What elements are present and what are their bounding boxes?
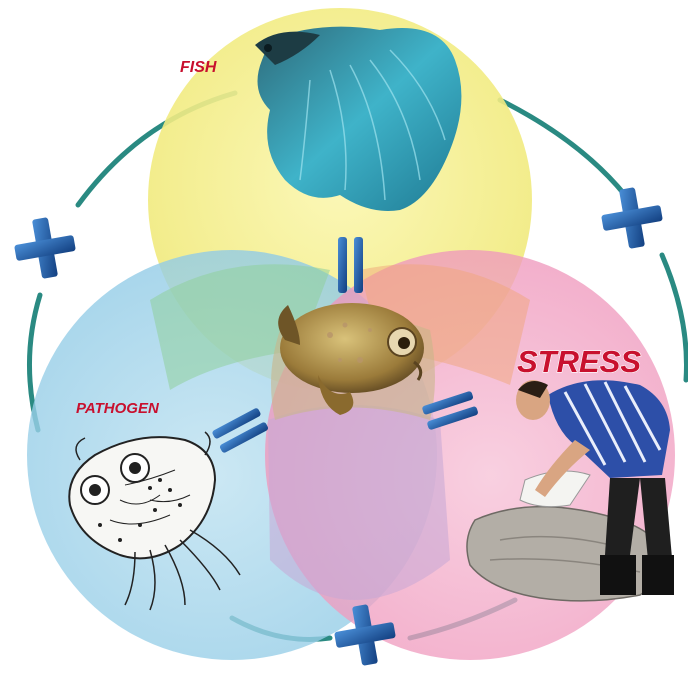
plus-icon-left bbox=[10, 213, 80, 283]
stress-label: STRESS bbox=[517, 344, 641, 379]
arc-right bbox=[662, 255, 687, 380]
fish-label: FISH bbox=[180, 59, 217, 76]
pathogen-label: PATHOGEN bbox=[76, 400, 160, 417]
plus-icon-right bbox=[597, 183, 667, 253]
pathogen-stress-overlap bbox=[268, 405, 450, 600]
